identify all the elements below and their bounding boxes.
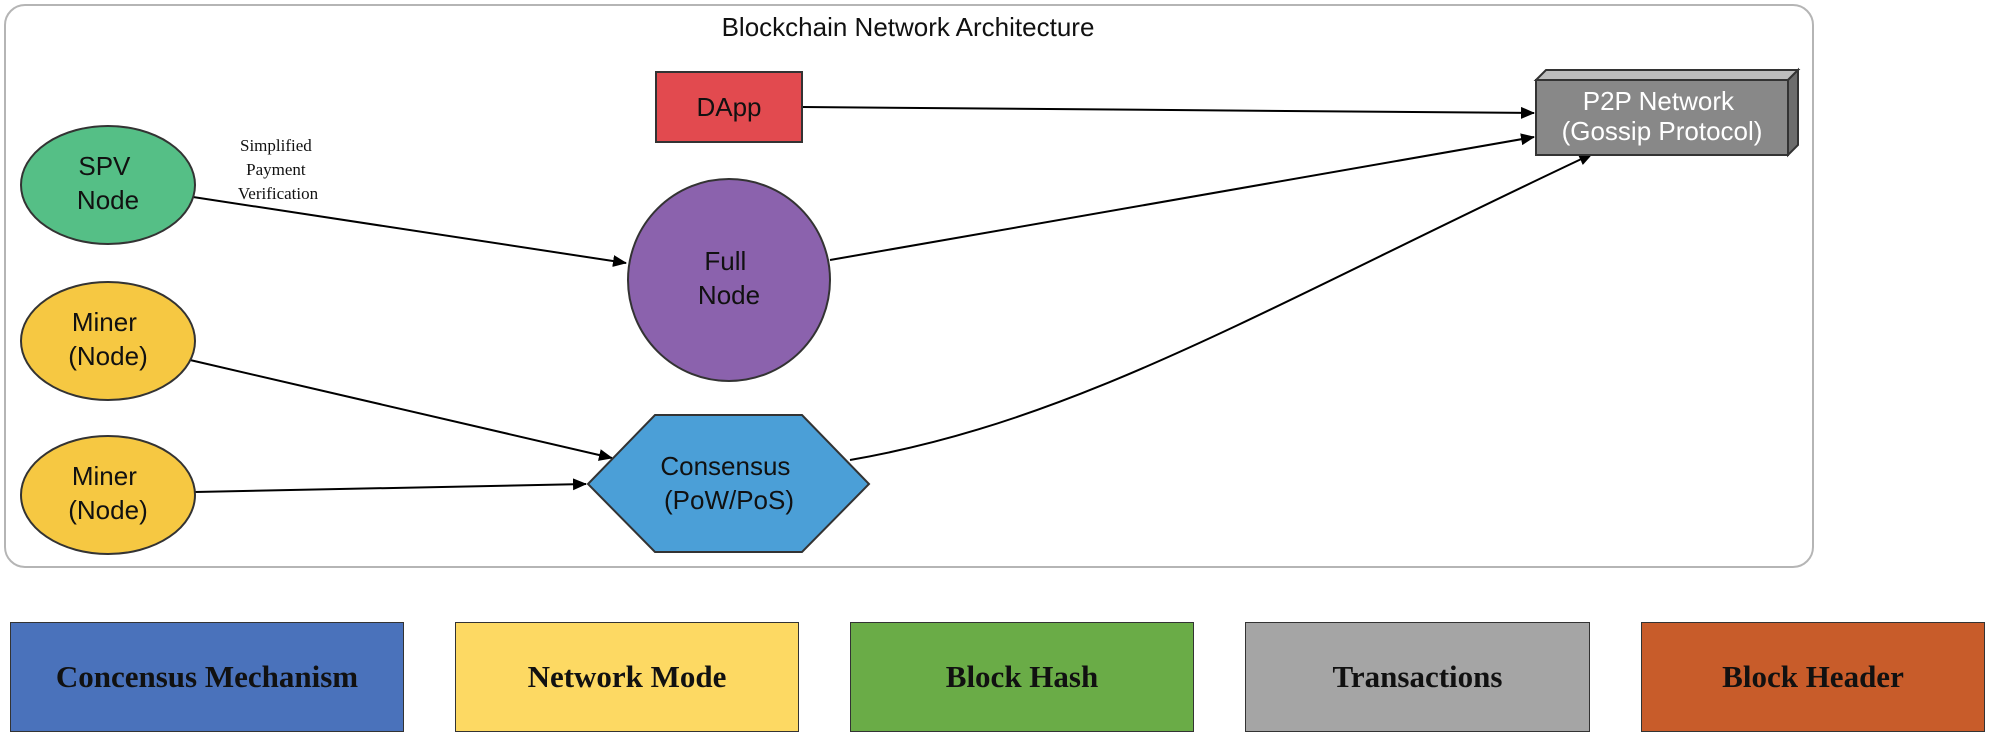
consensus-node: Consensus (PoW/PoS) <box>586 414 871 553</box>
edge-spv-to-full <box>192 196 627 267</box>
legend-transactions: Transactions <box>1245 622 1590 732</box>
svg-text:Miner (Node): Miner (Node) <box>68 461 147 525</box>
svg-text:Miner (Node): Miner (Node) <box>68 307 147 371</box>
diagram-title: Blockchain Network Architecture <box>722 12 1095 42</box>
svg-text:SPV Node: SPV Node <box>77 151 139 215</box>
legend-block-hash: Block Hash <box>850 622 1194 732</box>
svg-text:P2P Network (Gossip Prot: P2P Network (Gossip Protocol) <box>1562 86 1763 146</box>
legend-network-mode: Network Mode <box>455 622 799 732</box>
edge-miner1-to-consensus <box>189 359 613 461</box>
architecture-diagram: Blockchain Network Architecture Simplifi… <box>4 4 1814 568</box>
edge-full-to-p2p <box>829 133 1535 261</box>
spv-node: SPV Node <box>20 125 196 245</box>
full-node: Full Node <box>627 178 831 382</box>
svg-text:Full Node: Full Node <box>698 246 760 310</box>
dapp-node: DApp <box>655 71 803 143</box>
miner-node-1: Miner (Node) <box>20 281 196 401</box>
edge-dapp-to-p2p <box>801 106 1535 119</box>
legend-block-header: Block Header <box>1641 622 1985 732</box>
edge-label-spv: Simplified Payment Verification <box>238 136 319 203</box>
miner-node-2: Miner (Node) <box>20 435 196 555</box>
diagram-frame <box>4 4 1814 568</box>
svg-text:Consensus (PoW/PoS): Consensus (PoW/PoS) <box>660 451 797 515</box>
edge-consensus-to-p2p <box>849 153 1593 461</box>
svg-text:DApp: DApp <box>696 92 761 122</box>
p2p-network-node: P2P Network (Gossip Protocol) <box>1533 67 1801 158</box>
edge-miner2-to-consensus <box>194 478 587 493</box>
legend-consensus-mechanism: Concensus Mechanism <box>10 622 404 732</box>
